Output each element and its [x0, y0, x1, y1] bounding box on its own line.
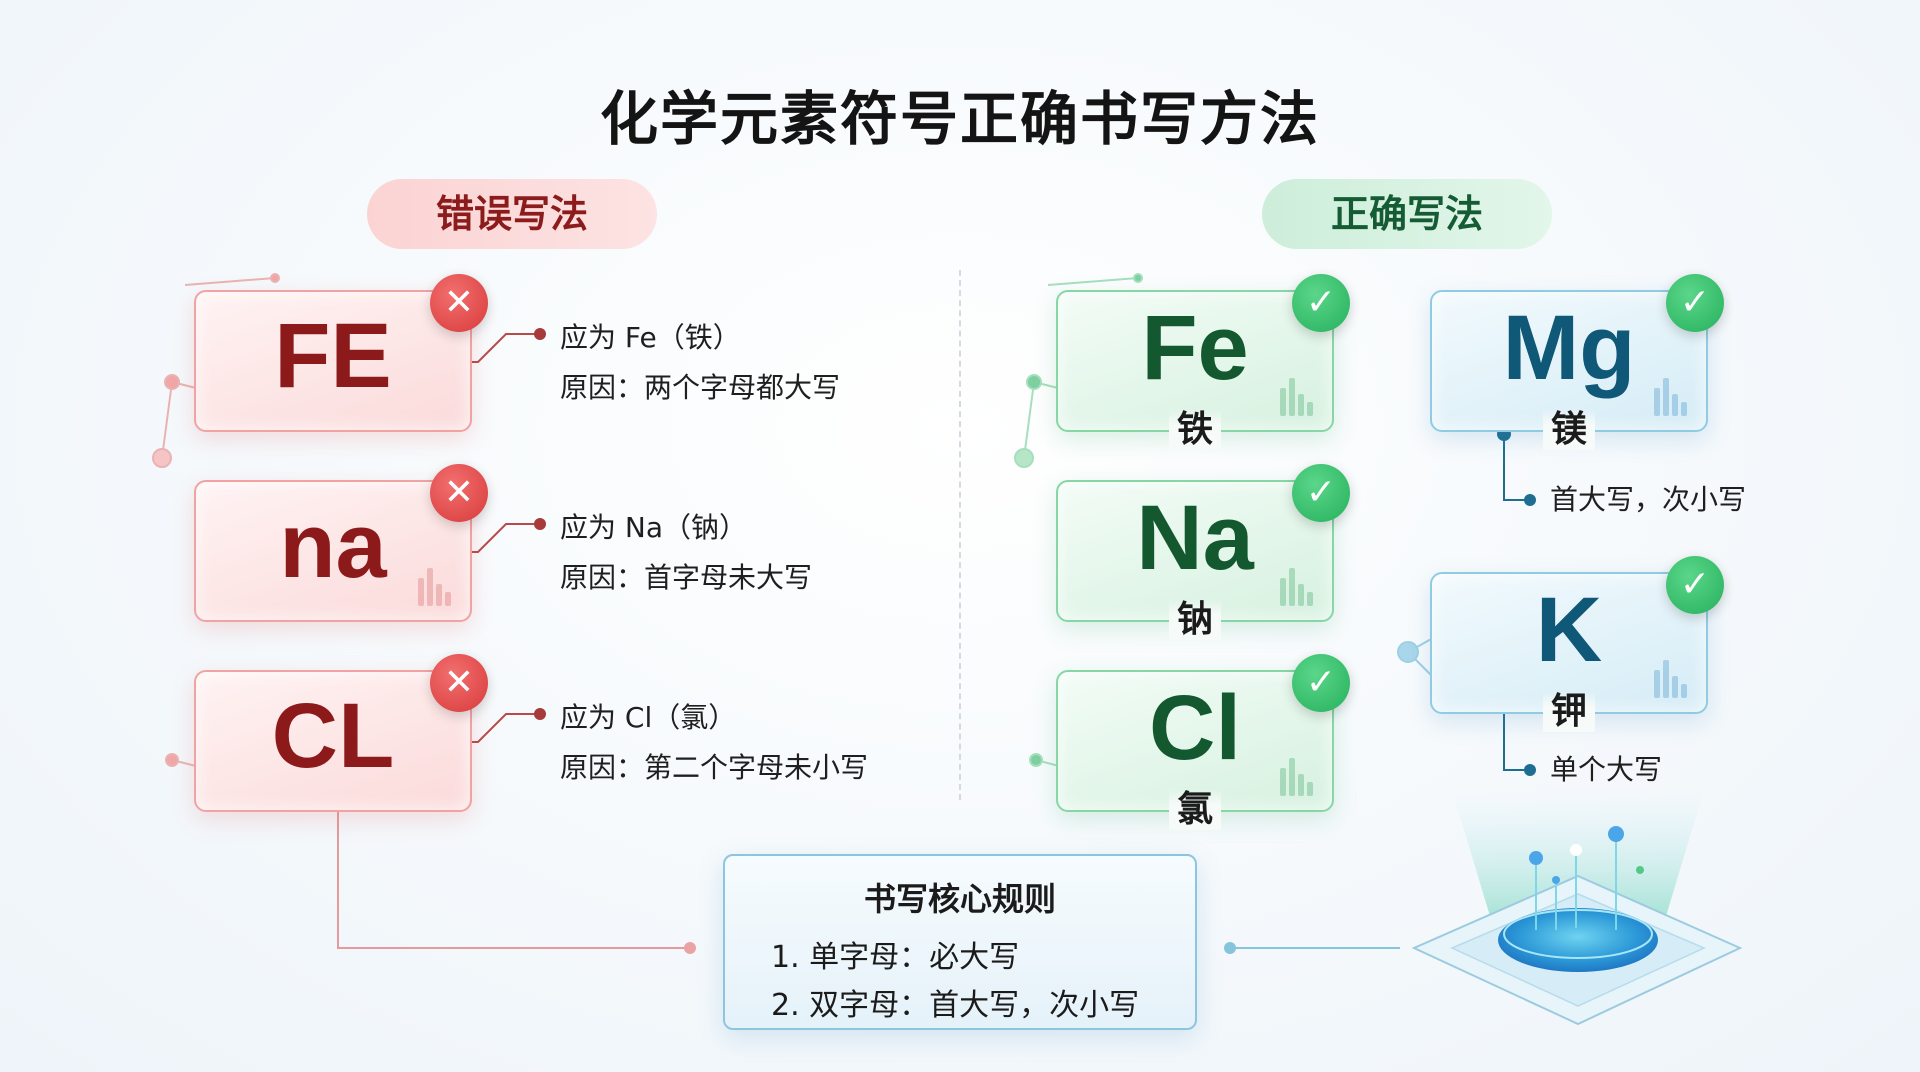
example-card-mg: Mg 镁 ✓: [1430, 274, 1724, 450]
check-icon: ✓: [1292, 464, 1350, 522]
wrong-symbol: CL: [271, 685, 395, 787]
rule-double-letter: 2. 双字母：首大写，次小写: [771, 988, 1140, 1023]
bar-chart-icon: [1654, 376, 1690, 416]
right-card-fe: Fe 铁 ✓: [1056, 274, 1350, 450]
error-reason: 原因：两个字母都大写: [560, 371, 841, 404]
bar-chart-icon: [418, 566, 454, 606]
right-section-label: 正确写法: [1262, 179, 1552, 249]
wrong-x-icon: ✕: [430, 274, 488, 332]
element-name: 镁: [1542, 409, 1595, 450]
section-divider: [959, 270, 961, 800]
rule-single-letter: 1. 单字母：必大写: [771, 940, 1020, 975]
bar-chart-icon: [1280, 566, 1316, 606]
wrong-section-label: 错误写法: [367, 179, 657, 249]
right-symbol: Cl: [1149, 677, 1241, 779]
element-name: 钠: [1168, 599, 1221, 640]
example-symbol: Mg: [1502, 297, 1636, 399]
error-reason: 原因：首字母未大写: [560, 561, 813, 594]
core-rules-box: 书写核心规则 1. 单字母：必大写 2. 双字母：首大写，次小写: [723, 854, 1197, 1030]
check-icon: ✓: [1292, 274, 1350, 332]
wrong-x-icon: ✕: [430, 464, 488, 522]
wrong-symbol: FE: [274, 305, 392, 407]
wrong-symbol: na: [279, 495, 387, 597]
wrong-x-icon: ✕: [430, 654, 488, 712]
correct-form: 应为 Fe（铁）: [560, 321, 741, 354]
example-tip-mg: 首大写，次小写: [1550, 483, 1747, 516]
check-icon: ✓: [1666, 274, 1724, 332]
error-reason: 原因：第二个字母未小写: [560, 751, 869, 784]
rules-title: 书写核心规则: [863, 880, 1056, 918]
check-icon: ✓: [1666, 556, 1724, 614]
page-title: 化学元素符号正确书写方法: [599, 85, 1320, 153]
bar-chart-icon: [1280, 756, 1316, 796]
wrong-note-fe: 应为 Fe（铁） 原因：两个字母都大写: [560, 318, 840, 408]
example-tip-k: 单个大写: [1550, 753, 1663, 786]
element-name: 氯: [1168, 789, 1221, 830]
wrong-card-fe: FE ✕: [194, 274, 488, 432]
bar-chart-icon: [1654, 658, 1690, 698]
element-name: 钾: [1542, 691, 1595, 732]
example-card-k: K 钾 ✓: [1430, 556, 1724, 732]
example-symbol: K: [1535, 579, 1603, 681]
element-name: 铁: [1168, 409, 1221, 450]
wrong-note-cl: 应为 Cl（氯） 原因：第二个字母未小写: [560, 698, 868, 788]
wrong-note-na: 应为 Na（钠） 原因：首字母未大写: [560, 508, 812, 598]
wrong-card-na: na ✕: [194, 464, 488, 622]
correct-form: 应为 Cl（氯）: [560, 701, 737, 734]
wrong-card-cl: CL ✕: [194, 654, 488, 812]
right-card-cl: Cl 氯 ✓: [1056, 654, 1350, 830]
right-card-na: Na 钠 ✓: [1056, 464, 1350, 640]
bar-chart-icon: [1280, 376, 1316, 416]
right-symbol: Fe: [1141, 297, 1249, 399]
correct-form: 应为 Na（钠）: [560, 511, 748, 544]
right-symbol: Na: [1136, 487, 1254, 589]
check-icon: ✓: [1292, 654, 1350, 712]
